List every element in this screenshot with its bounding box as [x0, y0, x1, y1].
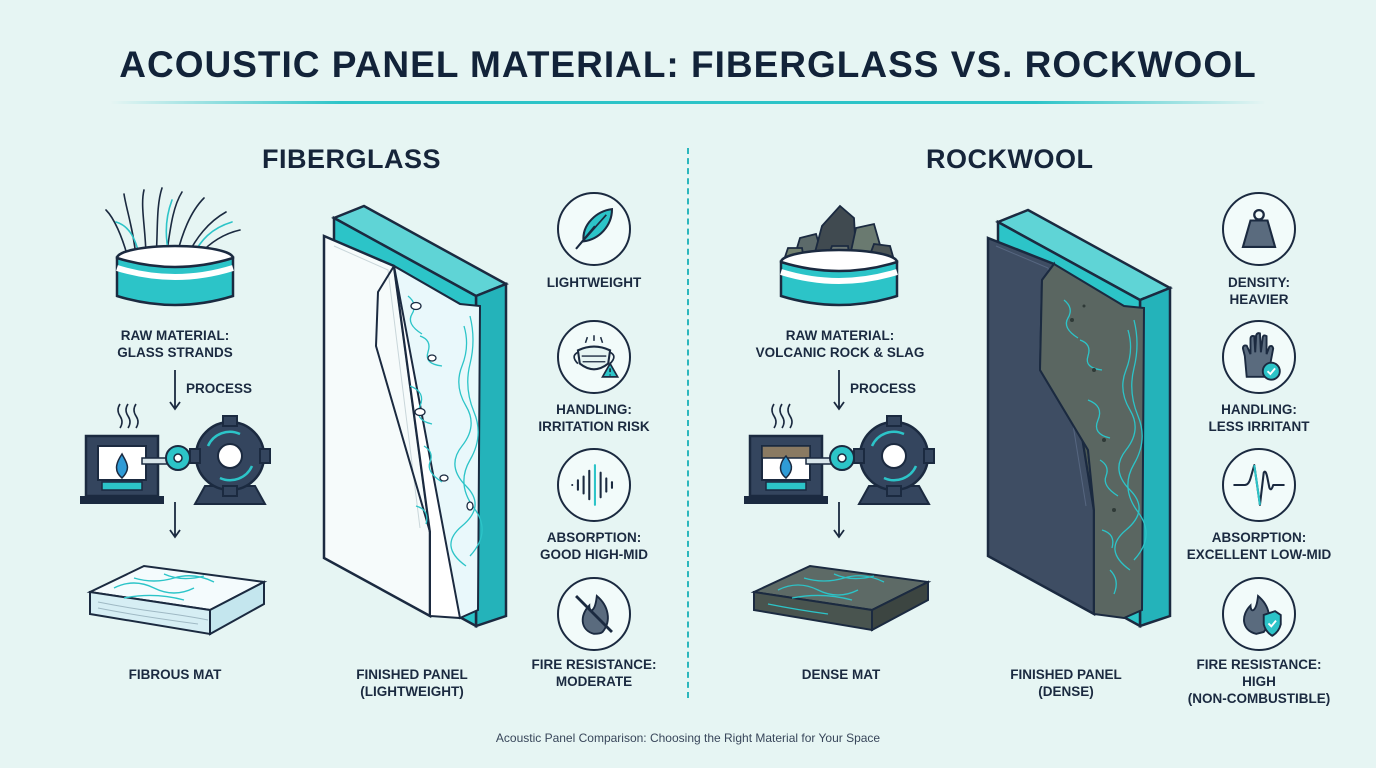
sound-wave-icon [1222, 448, 1296, 522]
fiberglass-prop-1-label: LIGHTWEIGHT [518, 274, 670, 291]
footer-caption: Acoustic Panel Comparison: Choosing the … [495, 731, 881, 745]
fire-shield-icon [1222, 577, 1296, 651]
glass-strands-icon [105, 187, 241, 307]
fiberglass-heading: FIBERGLASS [262, 144, 442, 174]
fiberglass-raw-label-line1: RAW MATERIAL: [120, 328, 230, 343]
rockwool-panel-illustration [986, 208, 1173, 629]
down-arrow-icon [833, 502, 845, 539]
sound-wave-icon [557, 448, 631, 522]
rockwool-panel-label-line1: FINISHED PANEL [1010, 667, 1122, 682]
furnace-gears-icon [80, 403, 271, 505]
rockwool-heading: ROCKWOOL [926, 144, 1094, 174]
fiberglass-panel-label: FINISHED PANEL (LIGHTWEIGHT) [332, 666, 492, 700]
rockwool-prop-3-line1: ABSORPTION: [1211, 530, 1307, 545]
mask-warning-icon [557, 320, 631, 394]
fiberglass-prop-4-label: FIRE RESISTANCE: MODERATE [518, 656, 670, 690]
fiberglass-prop-3-label: ABSORPTION: GOOD HIGH-MID [518, 529, 670, 563]
rockwool-panel-label-line2: (DENSE) [1038, 684, 1094, 699]
rockwool-prop-2-line2: LESS IRRITANT [1208, 419, 1310, 434]
down-arrow-icon [833, 370, 845, 411]
rockwool-prop-1-label: DENSITY: HEAVIER [1182, 274, 1336, 308]
fiberglass-prop-4-line1: FIRE RESISTANCE: [531, 657, 657, 672]
dense-mat-icon [750, 564, 932, 632]
fiberglass-panel-illustration [322, 204, 509, 629]
fiberglass-prop-2-line1: HANDLING: [556, 402, 632, 417]
volcanic-rock-icon [779, 204, 899, 307]
rockwool-prop-4-line1: FIRE RESISTANCE: [1196, 657, 1322, 672]
furnace-gears-icon [744, 403, 935, 505]
rockwool-panel-label: FINISHED PANEL (DENSE) [986, 666, 1146, 700]
rockwool-prop-2-line1: HANDLING: [1221, 402, 1297, 417]
title-underline [110, 101, 1266, 104]
fiberglass-prop-2-label: HANDLING: IRRITATION RISK [518, 401, 670, 435]
rockwool-prop-3-line2: EXCELLENT LOW-MID [1186, 547, 1332, 562]
rockwool-prop-3-label: ABSORPTION: EXCELLENT LOW-MID [1176, 529, 1342, 563]
fiberglass-prop-3-line1: ABSORPTION: [546, 530, 642, 545]
rockwool-raw-label-line2: VOLCANIC ROCK & SLAG [755, 345, 925, 360]
fiberglass-prop-1-line1: LIGHTWEIGHT [546, 275, 642, 290]
dense-mat-label: DENSE MAT [801, 667, 881, 682]
rockwool-process-label: PROCESS [850, 381, 917, 396]
rockwool-prop-4-line3: (NON-COMBUSTIBLE) [1187, 691, 1331, 706]
fibrous-mat-icon [86, 564, 268, 636]
down-arrow-icon [169, 370, 181, 411]
fibrous-mat-label: FIBROUS MAT [128, 667, 222, 682]
fiberglass-process-label: PROCESS [186, 381, 253, 396]
rockwool-raw-label: RAW MATERIAL: VOLCANIC ROCK & SLAG [740, 327, 940, 361]
rockwool-prop-4-label: FIRE RESISTANCE: HIGH (NON-COMBUSTIBLE) [1182, 656, 1336, 707]
rockwool-prop-1-line1: DENSITY: [1227, 275, 1290, 290]
rockwool-prop-4-line2: HIGH [1242, 674, 1276, 689]
fiberglass-prop-3-line2: GOOD HIGH-MID [540, 547, 648, 562]
section-divider [687, 148, 689, 698]
fiberglass-panel-label-line1: FINISHED PANEL [356, 667, 468, 682]
no-fire-icon [557, 577, 631, 651]
page-title: ACOUSTIC PANEL MATERIAL: FIBERGLASS VS. … [119, 44, 1257, 85]
fiberglass-prop-2-line2: IRRITATION RISK [538, 419, 650, 434]
fiberglass-raw-label: RAW MATERIAL: GLASS STRANDS [90, 327, 260, 361]
feather-icon [557, 192, 631, 266]
rockwool-prop-1-line2: HEAVIER [1229, 292, 1289, 307]
fiberglass-panel-label-line2: (LIGHTWEIGHT) [360, 684, 464, 699]
fiberglass-prop-4-line2: MODERATE [555, 674, 633, 689]
rockwool-raw-label-line1: RAW MATERIAL: [785, 328, 895, 343]
glove-icon [1222, 320, 1296, 394]
fiberglass-raw-label-line2: GLASS STRANDS [117, 345, 233, 360]
rockwool-prop-2-label: HANDLING: LESS IRRITANT [1182, 401, 1336, 435]
weight-icon [1222, 192, 1296, 266]
down-arrow-icon [169, 502, 181, 539]
